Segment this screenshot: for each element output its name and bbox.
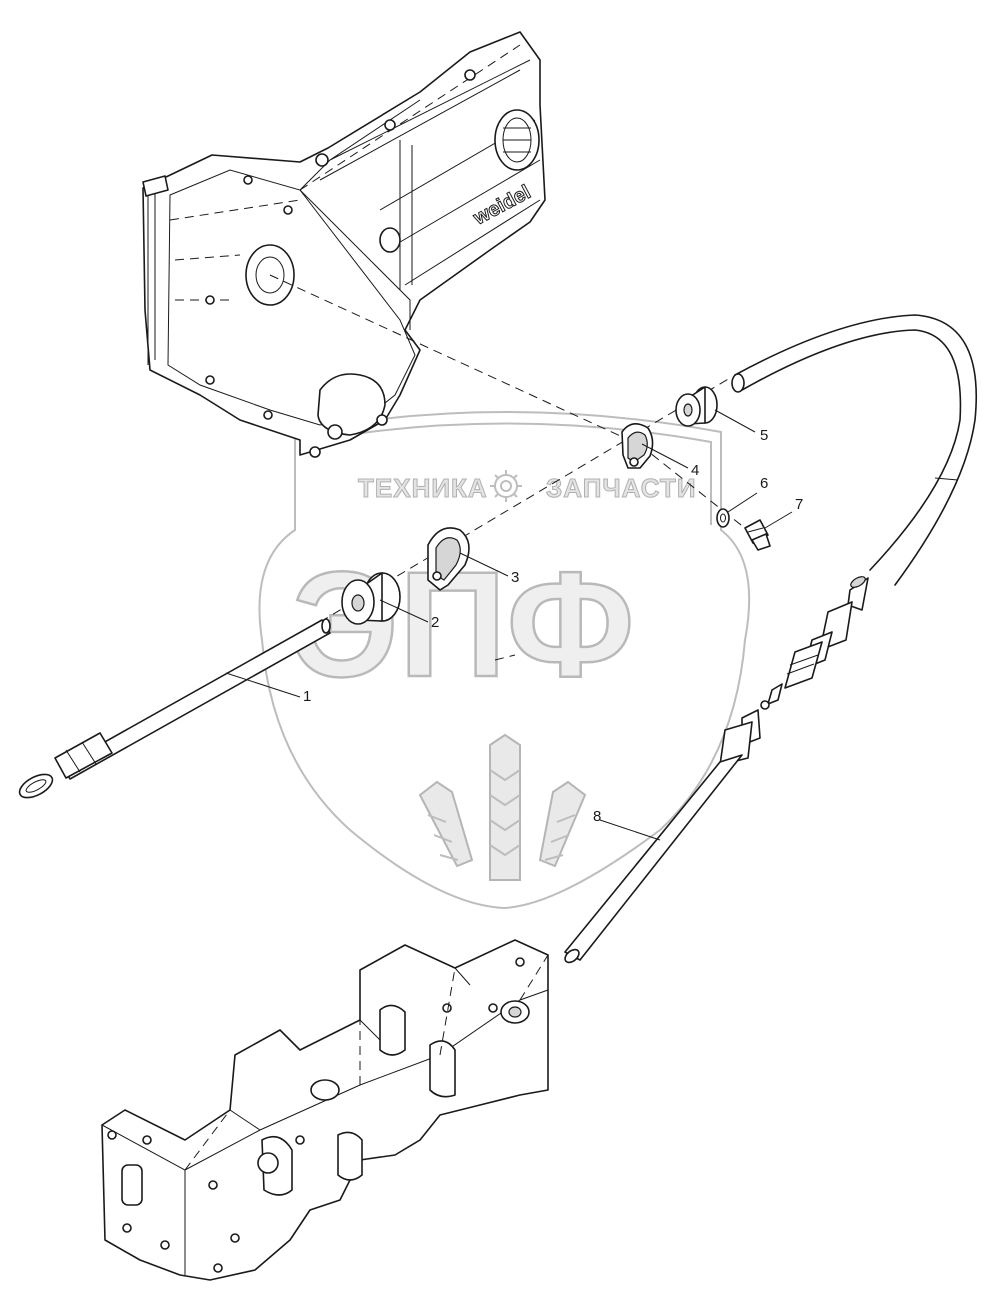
upper-housing: weidel: [142, 31, 546, 458]
part-label-8: 8: [593, 808, 601, 825]
part-7-bolt: [744, 519, 771, 551]
leader-6: [727, 492, 758, 513]
watermark-monogram: ЭПФ: [292, 540, 635, 708]
part-8-tube: [564, 314, 977, 964]
part-2-grommet: [341, 572, 401, 625]
watermark-text-right: ЗАПЧАСТИ: [546, 473, 697, 503]
part-3-clip: [427, 527, 470, 591]
part-label-4: 4: [691, 462, 699, 479]
leader-3: [459, 552, 509, 577]
part-label-1: 1: [303, 688, 311, 705]
part-label-7: 7: [795, 496, 803, 513]
wheat-icon: [418, 733, 587, 881]
watermark: ТЕХНИКА ЗАПЧАСТИ ЭПФ: [258, 411, 751, 910]
part-label-3: 3: [511, 569, 519, 586]
part-label-5: 5: [760, 427, 768, 444]
part-5-grommet: [675, 386, 718, 427]
leader-1: [225, 672, 301, 698]
part-labels: 1 2 3 4 5 6 7 8: [225, 409, 803, 841]
leader-4: [641, 443, 689, 469]
leader-8: [599, 819, 661, 841]
part-label-2: 2: [431, 614, 439, 631]
lower-frame: [101, 939, 549, 1281]
part-label-6: 6: [760, 475, 768, 492]
gear-icon: [490, 470, 522, 502]
part-4-clip: [621, 423, 654, 469]
part-1-dipstick: [18, 618, 331, 799]
watermark-text-left: ТЕХНИКА: [358, 473, 488, 503]
leader-2: [379, 599, 429, 623]
leader-7: [764, 511, 793, 529]
watermark-shield: [258, 411, 751, 910]
leader-5: [714, 409, 756, 433]
part-6-washer: [716, 508, 730, 528]
